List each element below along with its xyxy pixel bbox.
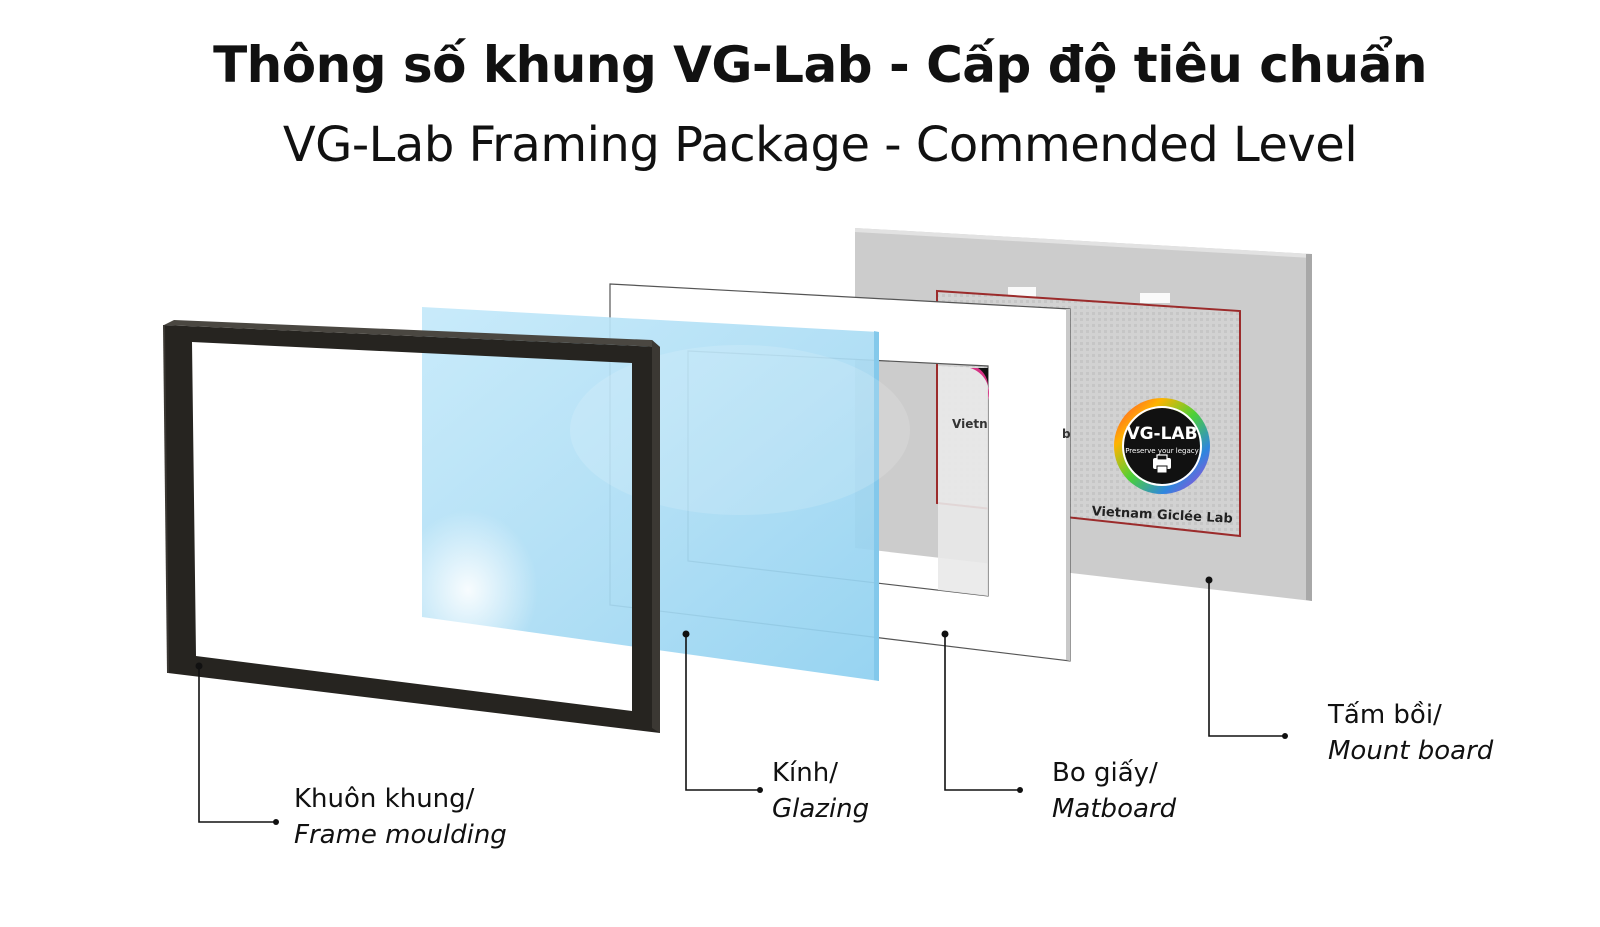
label-glazing: Kính/ Glazing [772,755,869,827]
logo-tagline: Preserve your legacy [1125,447,1199,455]
label-mount-vi: Tấm bồi/ [1328,700,1442,730]
matboard-window-view: Vietn b [938,366,1071,596]
label-matboard: Bo giấy/ Matboard [1052,755,1176,827]
logo-brand: VG-LAB [1126,424,1197,444]
frame-moulding [163,320,660,733]
label-mount-en: Mount board [1328,736,1494,766]
svg-text:Vietn: Vietn [952,417,988,431]
leader-lines [198,580,1285,823]
leader-dots [195,576,1288,825]
label-frame-vi: Khuôn khung/ [294,784,475,814]
svg-text:b: b [1062,427,1071,441]
label-matboard-en: Matboard [1052,794,1177,824]
label-glazing-vi: Kính/ [772,758,838,788]
mount-board: VG-LAB Preserve your legacy Vietnam Gicl… [855,228,1312,601]
printer-icon [1153,454,1171,474]
label-frame-en: Frame moulding [294,820,507,850]
page-title: Thông số khung VG-Lab - Cấp độ tiêu chuẩ… [213,36,1427,94]
label-matboard-vi: Bo giấy/ [1052,758,1158,788]
page-subtitle: VG-Lab Framing Package - Commended Level [282,117,1358,173]
vg-lab-logo: VG-LAB Preserve your legacy [1114,398,1210,494]
label-mount-board: Tấm bồi/ Mount board [1328,697,1493,769]
logo-caption: Vietnam Giclée Lab [1091,504,1233,526]
label-frame-moulding: Khuôn khung/ Frame moulding [294,781,507,853]
label-glazing-en: Glazing [772,794,870,824]
